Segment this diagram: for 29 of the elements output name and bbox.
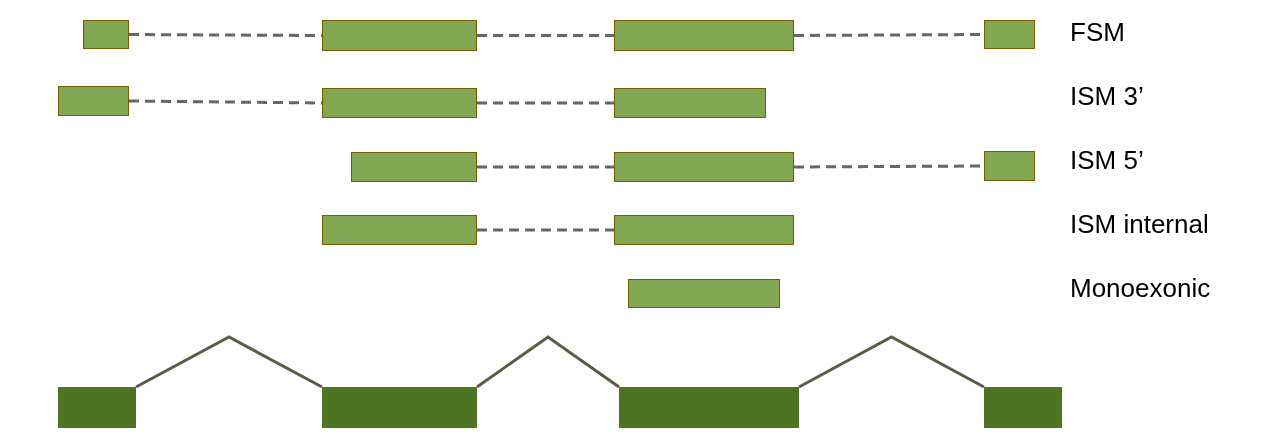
exon-box [984, 151, 1035, 181]
reference-exon-bar [322, 387, 477, 428]
intron-line [798, 335, 985, 389]
exon-box [984, 20, 1035, 49]
category-label: ISM internal [1070, 209, 1209, 239]
exon-box [351, 152, 477, 182]
exon-box [614, 152, 794, 182]
exon-box [628, 279, 780, 308]
dashed-connector [477, 101, 614, 105]
reference-exon-bar [984, 387, 1062, 428]
category-label: FSM [1070, 17, 1125, 47]
dashed-connector [477, 165, 614, 169]
exon-box [58, 86, 129, 116]
exon-box [83, 20, 129, 49]
exon-box [322, 215, 477, 245]
exon-box [614, 215, 794, 245]
category-label: ISM 5’ [1070, 145, 1144, 175]
exon-box [614, 88, 766, 118]
category-label: ISM 3’ [1070, 81, 1144, 111]
dashed-connector [477, 34, 614, 37]
reference-exon-bar [58, 387, 136, 428]
intron-line [135, 335, 323, 389]
exon-box [322, 88, 477, 118]
dashed-connector [477, 228, 614, 232]
intron-line [476, 335, 620, 389]
exon-box [614, 20, 794, 51]
exon-box [322, 20, 477, 51]
reference-exon-bar [619, 387, 799, 428]
category-label: Monoexonic [1070, 273, 1211, 303]
